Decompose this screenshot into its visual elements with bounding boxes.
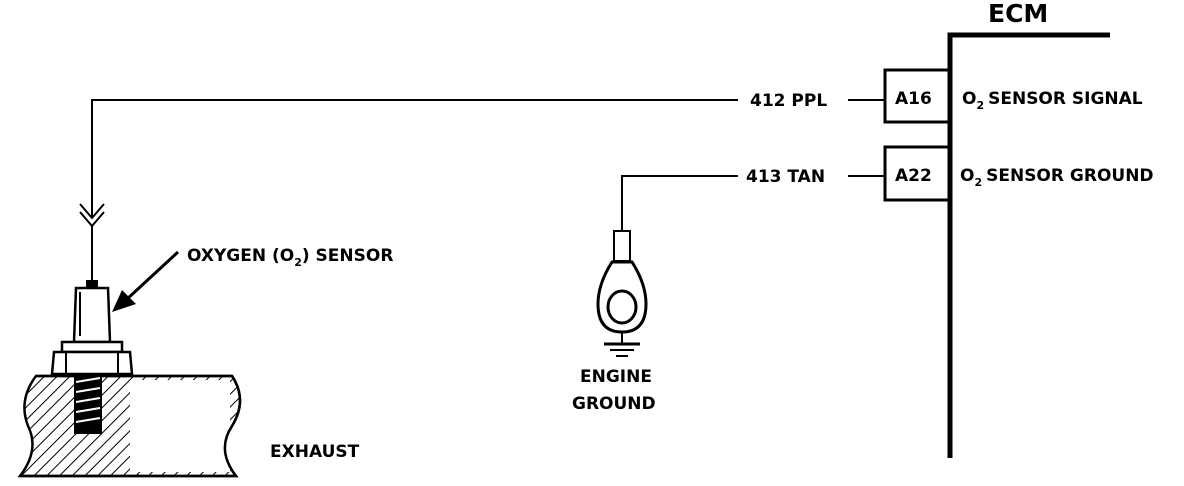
connector-a16-box	[883, 68, 950, 124]
wire-412-ppl-label: 412 PPL	[750, 91, 827, 111]
engine-ground-label-line1: ENGINE	[580, 367, 652, 387]
wire-413-tan-line	[621, 175, 885, 232]
wire-413-tan-label: 413 TAN	[746, 167, 825, 187]
pointer-arrow-icon	[112, 250, 180, 312]
wire-412-ppl-line	[91, 99, 885, 218]
ecm-outline	[947, 32, 1110, 458]
connector-a22-pin: A22	[895, 166, 932, 186]
wire-412-ppl: 412 PPL	[91, 91, 885, 218]
exhaust-pipe	[17, 374, 242, 478]
ring-terminal-icon	[596, 230, 648, 334]
engine-ground-label-line2: GROUND	[572, 394, 656, 414]
inline-connector-icon	[79, 203, 105, 282]
wire-413-tan: 413 TAN	[621, 167, 885, 232]
ground-symbol-icon	[604, 332, 640, 357]
ecm-title: ECM	[988, 0, 1048, 28]
exhaust-label: EXHAUST	[270, 442, 360, 462]
oxygen-sensor-label: OXYGEN (O2) SENSOR	[187, 246, 393, 269]
connector-a22-box	[883, 145, 950, 202]
connector-a16-pin: A16	[895, 89, 932, 109]
ecm-module: ECM	[947, 0, 1110, 458]
